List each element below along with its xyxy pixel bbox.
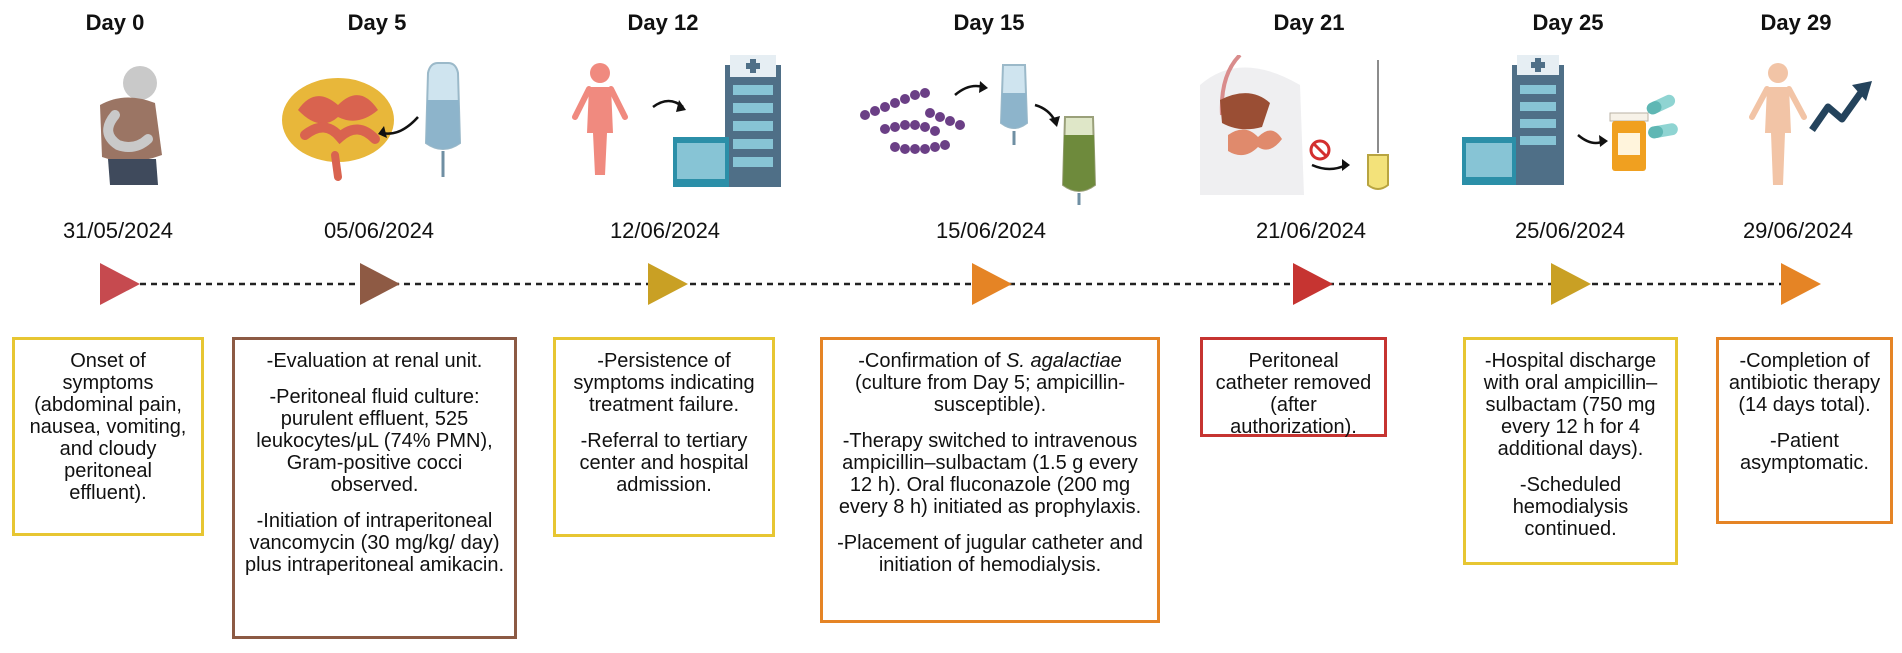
event-text-day-15-1: -Confirmation of S. agalactiae (culture … <box>831 350 1149 416</box>
event-text-day-5-1: -Evaluation at renal unit. <box>266 350 483 372</box>
date-label-25: 25/06/2024 <box>1514 218 1626 243</box>
timeline-marker-day-29 <box>1781 263 1821 305</box>
timeline <box>100 263 1821 305</box>
timeline-marker-day-5 <box>360 263 400 305</box>
intestines-iv-bag-icon <box>282 62 462 181</box>
event-box-day-29: -Completion of antibiotic therapy (14 da… <box>1716 337 1893 524</box>
event-box-day-5: -Evaluation at renal unit. -Peritoneal f… <box>232 337 517 639</box>
hospital-to-pills-icon <box>1462 55 1678 185</box>
event-text-day-12-2: -Referral to tertiary center and hospita… <box>579 430 749 496</box>
patient-to-hospital-icon <box>572 55 781 187</box>
event-text-day-12-1: -Persistence of symptoms indicating trea… <box>573 350 755 416</box>
timeline-marker-day-15 <box>972 263 1012 305</box>
event-text-day-21: Peritoneal catheter removed (after autho… <box>1215 350 1372 438</box>
event-text-day-25-1: -Hospital discharge with oral ampicillin… <box>1483 350 1658 460</box>
timeline-marker-day-25 <box>1551 263 1591 305</box>
date-label-29: 29/06/2024 <box>1742 218 1854 243</box>
day-label-25: Day 25 <box>1532 10 1604 35</box>
event-box-day-25: -Hospital discharge with oral ampicillin… <box>1463 337 1678 565</box>
event-text-day-5-2: -Peritoneal fluid culture: purulent effl… <box>256 386 493 496</box>
date-label-15: 15/06/2024 <box>935 218 1047 243</box>
date-label-12: 12/06/2024 <box>609 218 721 243</box>
day-label-15: Day 15 <box>953 10 1025 35</box>
day-label-0: Day 0 <box>85 10 145 35</box>
day-label-12: Day 12 <box>627 10 699 35</box>
timeline-marker-day-0 <box>100 263 140 305</box>
date-label-21: 21/06/2024 <box>1255 218 1367 243</box>
day-label-21: Day 21 <box>1273 10 1345 35</box>
event-text-day-29-1: -Completion of antibiotic therapy (14 da… <box>1728 350 1881 416</box>
date-label-0: 31/05/2024 <box>62 218 174 243</box>
timeline-marker-day-21 <box>1293 263 1333 305</box>
event-text-day-5-3: -Initiation of intraperitoneal vancomyci… <box>244 510 505 576</box>
event-box-day-21: Peritoneal catheter removed (after autho… <box>1200 337 1387 438</box>
day-label-29: Day 29 <box>1760 10 1832 35</box>
streptococcus-to-iv-bags-icon <box>860 64 1097 205</box>
date-label-5: 05/06/2024 <box>323 218 435 243</box>
abdominal-pain-person-icon <box>100 66 162 185</box>
event-text-day-0: Onset of symptoms (abdominal pain, nause… <box>29 350 187 504</box>
event-text-day-25-2: -Scheduled hemodialysis continued. <box>1512 474 1629 540</box>
species-name: S. agalactiae <box>1006 350 1122 372</box>
event-box-day-0: Onset of symptoms (abdominal pain, nause… <box>12 337 204 536</box>
event-text-day-15-3: -Placement of jugular catheter and initi… <box>837 532 1143 576</box>
day-label-5: Day 5 <box>347 10 407 35</box>
catheter-removed-icon <box>1200 55 1389 195</box>
event-text-day-29-2: -Patient asymptomatic. <box>1740 430 1869 474</box>
event-box-day-12: -Persistence of symptoms indicating trea… <box>553 337 775 537</box>
recovered-patient-icon <box>1749 63 1872 185</box>
timeline-marker-day-12 <box>648 263 688 305</box>
event-text-day-15-suffix: (culture from Day 5; ampicillin-suscepti… <box>854 372 1126 416</box>
event-text-day-15-prefix: -Confirmation of <box>858 350 1007 372</box>
event-text-day-15-2: -Therapy switched to intravenous ampicil… <box>838 430 1142 518</box>
event-box-day-15: -Confirmation of S. agalactiae (culture … <box>820 337 1160 623</box>
